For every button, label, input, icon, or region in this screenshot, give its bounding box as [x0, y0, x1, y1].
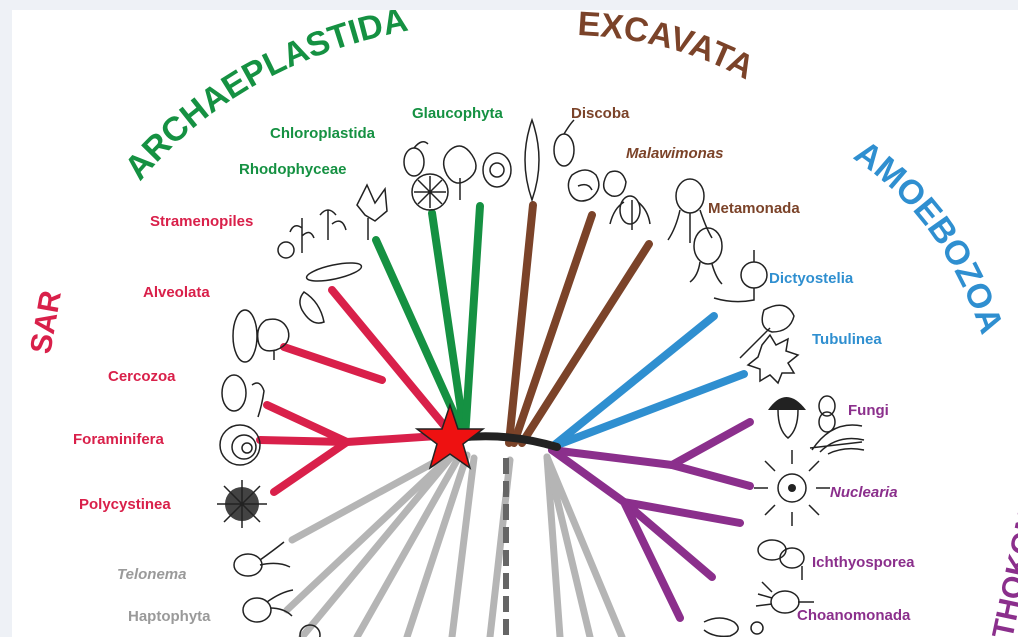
label-tubulinea: Tubulinea: [812, 331, 882, 348]
supergroup-excavata: EXCAVATA: [577, 10, 761, 87]
label-stramenopiles: Stramenopiles: [150, 213, 253, 230]
amoebozoa-branches: [552, 316, 744, 447]
label-cercozoa: Cercozoa: [108, 368, 176, 385]
label-malawimonas: Malawimonas: [626, 145, 724, 162]
label-alveolata: Alveolata: [143, 284, 210, 301]
label-polycystinea: Polycystinea: [79, 496, 171, 513]
sar-branches: [260, 290, 452, 492]
supergroup-sar: SAR: [24, 288, 68, 356]
label-telonema: Telonema: [117, 566, 186, 583]
label-chloroplastida: Chloroplastida: [270, 125, 376, 142]
excavata-branches: [509, 205, 649, 443]
label-metamonada: Metamonada: [708, 200, 800, 217]
diagram-frame: ARCHAEPLASTIDA EXCAVATA AMOEBOZOA SAR TH…: [12, 10, 1018, 637]
organism-sketch-icon: [217, 120, 864, 637]
label-fungi: Fungi: [848, 402, 889, 419]
label-dictyostelia: Dictyostelia: [769, 270, 854, 287]
eukaryote-tree: ARCHAEPLASTIDA EXCAVATA AMOEBOZOA SAR TH…: [12, 10, 1018, 637]
supergroup-opisthokonta: THOKONTA: [987, 470, 1018, 637]
supergroup-amoebozoa: AMOEBOZOA: [848, 133, 1011, 338]
other-lineages-branches: [287, 450, 622, 637]
label-haptophyta: Haptophyta: [128, 608, 211, 625]
label-foraminifera: Foraminifera: [73, 431, 165, 448]
label-discoba: Discoba: [571, 105, 630, 122]
label-nuclearia: Nuclearia: [830, 484, 898, 501]
label-ichthyosporea: Ichthyosporea: [812, 554, 915, 571]
label-glaucophyta: Glaucophyta: [412, 105, 504, 122]
label-choanomonada: Choanomonada: [797, 607, 911, 624]
label-rhodophyceae: Rhodophyceae: [239, 161, 347, 178]
